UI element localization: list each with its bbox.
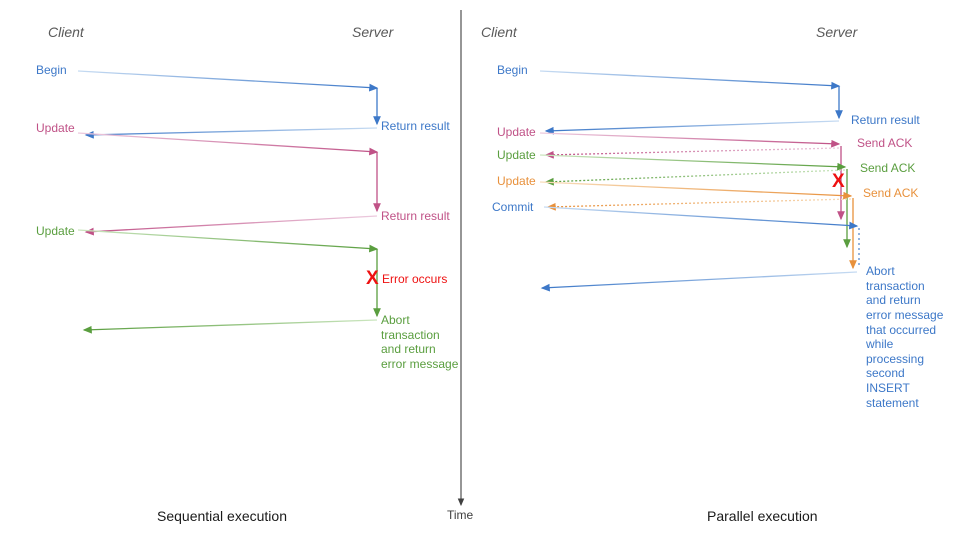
arrow-return-result-1-left	[84, 127, 378, 139]
arrow-begin-right	[539, 70, 841, 90]
right-label-commit: Commit	[492, 200, 534, 214]
time-axis-label: Time	[447, 508, 474, 522]
right-panel-arrows	[539, 70, 860, 292]
left-label-begin: Begin	[36, 63, 67, 77]
right-actor-server: Server	[816, 24, 858, 40]
right-label-send-ack-1: Send ACK	[857, 136, 913, 150]
arrow-update-1-right	[539, 132, 841, 148]
arrow-commit-right	[543, 206, 859, 230]
left-label-abort-message: Abort transaction and return error messa…	[381, 313, 459, 371]
right-label-return-result: Return result	[851, 113, 920, 127]
left-label-return-result-1: Return result	[381, 119, 450, 133]
left-label-return-result-2: Return result	[381, 209, 450, 223]
left-panel-caption: Sequential execution	[157, 508, 287, 524]
ack-1-right	[544, 147, 840, 159]
right-panel-caption: Parallel execution	[707, 508, 818, 524]
arrow-update-3-right	[539, 181, 853, 200]
arrow-return-result-right	[544, 120, 840, 135]
ack-3-right	[546, 198, 852, 211]
arrow-begin-left	[77, 70, 379, 92]
right-actor-client: Client	[481, 24, 517, 40]
left-label-error-occurs: Error occurs	[382, 272, 448, 286]
right-label-update-1: Update	[497, 125, 536, 139]
left-label-update-2: Update	[36, 224, 75, 238]
right-label-send-ack-2: Send ACK	[860, 161, 916, 175]
right-label-begin: Begin	[497, 63, 528, 77]
arrow-update-1-left	[77, 132, 379, 156]
arrow-update-2-left	[77, 229, 379, 253]
right-label-abort-message: Abort transaction and return error messa…	[866, 264, 944, 410]
left-panel-arrows	[77, 70, 381, 334]
left-label-update-1: Update	[36, 121, 75, 135]
left-actor-client: Client	[48, 24, 84, 40]
ack-2-right	[544, 169, 846, 186]
right-label-update-2: Update	[497, 148, 536, 162]
left-error-x-icon: X	[366, 268, 379, 289]
left-actor-server: Server	[352, 24, 394, 40]
arrow-abort-right	[540, 271, 858, 292]
right-label-send-ack-3: Send ACK	[863, 186, 919, 200]
arrow-update-2-right	[539, 154, 847, 171]
right-error-x-icon: X	[832, 171, 845, 192]
arrow-abort-left	[82, 319, 378, 334]
right-label-update-3: Update	[497, 174, 536, 188]
arrow-return-result-2-left	[84, 215, 378, 236]
